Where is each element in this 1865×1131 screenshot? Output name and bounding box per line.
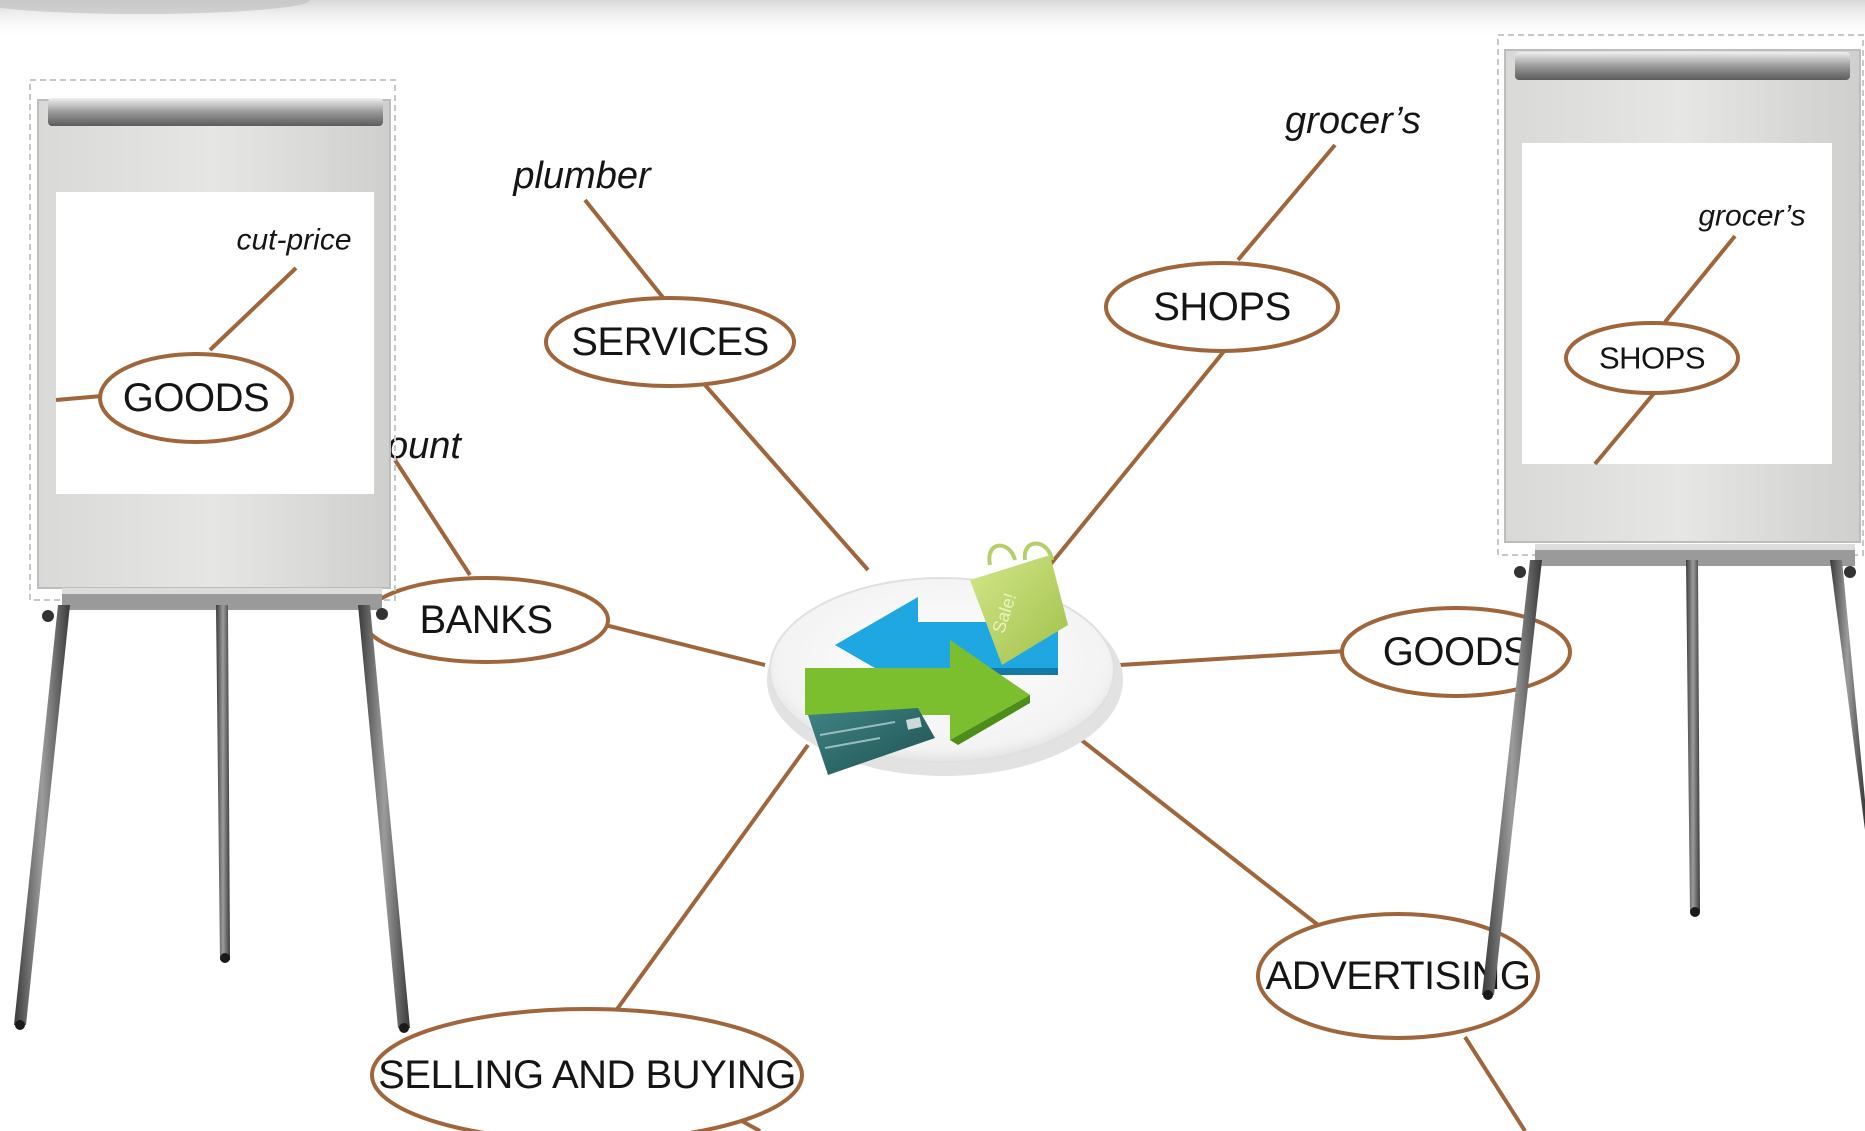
left-flipchart-easel: GOODS cut-price xyxy=(14,79,410,1033)
right-easel-foot-middle xyxy=(1690,907,1700,917)
node-advertising-shape xyxy=(1256,912,1540,1040)
node-goods: GOODS xyxy=(1340,606,1572,698)
left-flipchart-branch-2 xyxy=(55,394,103,402)
right-easel-foot-left xyxy=(1483,990,1493,1000)
branch-hub-shops xyxy=(1048,348,1227,567)
branch-shops-grocers xyxy=(1236,143,1337,262)
right-easel-top-bar xyxy=(1515,52,1850,80)
branch-hub-selling xyxy=(613,743,810,1014)
left-flipchart-node-shape xyxy=(98,352,294,444)
sub-label-plumber: plumber xyxy=(512,155,652,197)
left-easel-knob-right xyxy=(376,608,388,620)
top-shade xyxy=(0,0,1865,40)
card-line-2 xyxy=(824,737,881,749)
right-easel-leg-middle xyxy=(1686,560,1700,912)
node-banks-label: BANKS xyxy=(419,598,552,642)
right-easel-leg-left xyxy=(1482,560,1542,995)
branch-advertising-down xyxy=(1463,1035,1527,1131)
node-shops-label: SHOPS xyxy=(1153,285,1291,329)
left-easel-foot-left xyxy=(15,1020,25,1030)
right-easel-outline xyxy=(1497,34,1864,556)
branch-lines xyxy=(393,143,1527,1131)
left-easel-foot-right xyxy=(399,1023,409,1033)
left-easel-knob-left xyxy=(42,610,54,622)
shopping-bag-icon: Sale! xyxy=(970,541,1068,665)
left-flipchart-node-label: GOODS xyxy=(123,376,269,420)
left-flipchart-branch xyxy=(208,266,298,352)
node-goods-shape xyxy=(1340,606,1572,698)
branch-hub-banks xyxy=(604,623,766,667)
right-flipchart-node-label: SHOPS xyxy=(1599,341,1705,376)
right-flipchart-easel: SHOPS grocer’s xyxy=(1482,34,1865,1000)
node-shops: SHOPS xyxy=(1104,261,1340,353)
center-hub: Sale! xyxy=(767,541,1123,776)
left-easel-leg-right xyxy=(358,605,410,1028)
left-easel-foot-middle xyxy=(220,953,230,963)
node-selling-label: SELLING AND BUYING xyxy=(378,1053,796,1097)
branch-hub-services xyxy=(703,383,870,572)
right-flipchart-branch-2 xyxy=(1593,390,1657,466)
right-flipchart-branch xyxy=(1663,234,1737,324)
bag-handle-2 xyxy=(1022,541,1054,561)
right-flipchart-paper xyxy=(1522,143,1832,464)
top-left-shadow xyxy=(0,0,310,14)
card-body xyxy=(808,708,935,775)
bag-handle xyxy=(987,543,1017,566)
node-goods-label: GOODS xyxy=(1383,630,1529,674)
credit-card-icon xyxy=(808,708,935,775)
bag-body xyxy=(970,555,1068,665)
node-shops-shape xyxy=(1104,261,1340,353)
branch-banks-account xyxy=(393,458,472,577)
left-easel-top-bar xyxy=(48,98,383,126)
right-flipchart-sub-label: grocer’s xyxy=(1698,200,1805,233)
sub-label-partial-account: ount xyxy=(387,425,462,467)
right-flipchart-node-shape xyxy=(1564,321,1740,395)
right-easel-tray-top xyxy=(1535,544,1855,550)
left-easel-leg-middle xyxy=(216,605,230,960)
branch-services-plumber xyxy=(583,198,667,302)
green-arrow-shade xyxy=(950,695,1030,745)
right-easel-knob-left xyxy=(1514,566,1526,578)
node-services-shape xyxy=(544,296,796,388)
left-easel-tray-top xyxy=(62,588,382,594)
branch-hub-goods xyxy=(1119,648,1363,667)
left-flipchart-sub-label: cut-price xyxy=(236,224,351,257)
branch-hub-advertising xyxy=(1073,733,1320,927)
node-services: SERVICES xyxy=(544,296,796,388)
card-line xyxy=(819,721,896,736)
sub-label-grocers: grocer’s xyxy=(1285,100,1421,142)
left-easel-outline xyxy=(29,79,396,601)
left-easel-leg-left xyxy=(14,605,70,1025)
card-chip xyxy=(905,717,922,730)
right-easel-knob-right xyxy=(1844,566,1856,578)
right-easel-leg-right xyxy=(1830,560,1865,830)
node-banks: BANKS xyxy=(362,576,610,664)
node-selling-and-buying: SELLING AND BUYING xyxy=(370,1007,804,1131)
node-services-label: SERVICES xyxy=(571,320,769,364)
node-selling-shape xyxy=(370,1007,804,1131)
